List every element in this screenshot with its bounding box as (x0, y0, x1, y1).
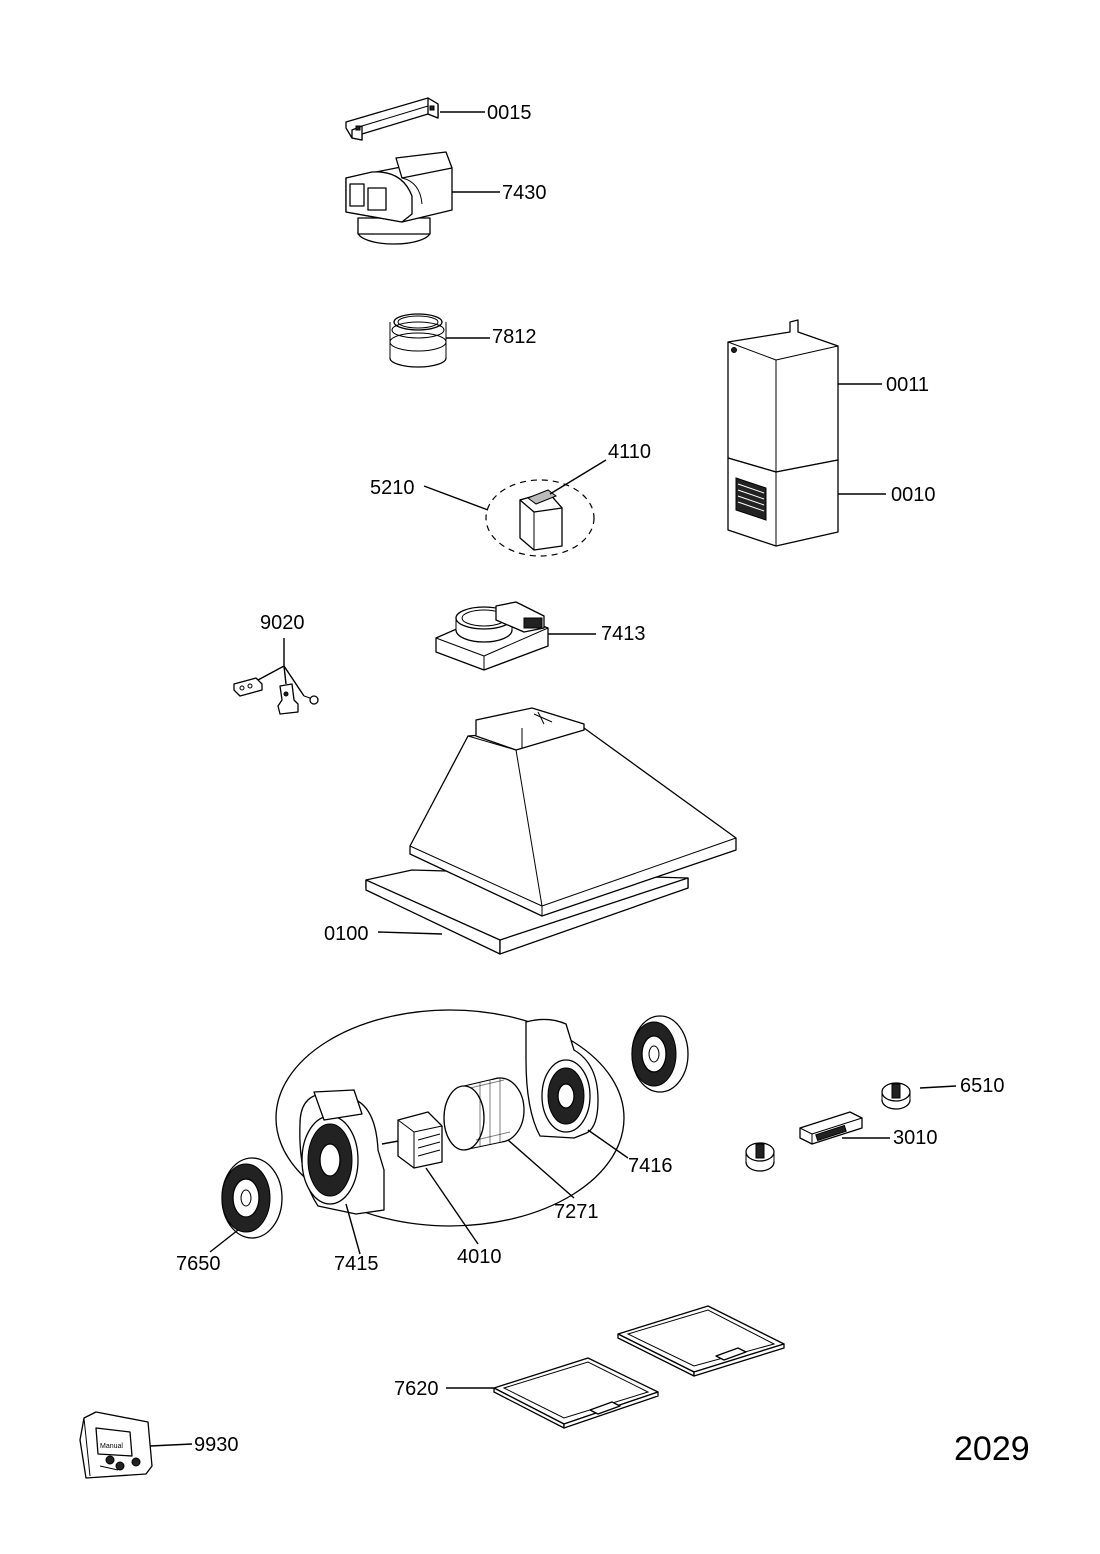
part-6510-knob-2 (745, 1142, 775, 1172)
label-0011: 0011 (886, 374, 929, 396)
label-7430: 7430 (502, 182, 547, 204)
label-6510: 6510 (960, 1075, 1005, 1097)
label-0100: 0100 (324, 923, 369, 945)
page-number: 2029 (954, 1430, 1030, 1468)
label-7620: 7620 (394, 1378, 439, 1400)
part-7413-support-plate (435, 601, 549, 671)
manual-text: Manual (100, 1443, 123, 1450)
part-0100-hood-body (365, 707, 737, 955)
part-7620-grease-filter-right (617, 1305, 785, 1377)
leader-9020 (257, 638, 305, 697)
chimney-vent-grille (735, 477, 767, 521)
part-7812-ring (389, 313, 447, 368)
leader-7650 (209, 1229, 239, 1253)
part-3010-switch (799, 1111, 863, 1145)
part-4010-motor (381, 1111, 443, 1169)
leader-6510 (919, 1085, 957, 1089)
label-0015: 0015 (487, 102, 532, 124)
part-9930-documentation-bag: Manual (79, 1411, 153, 1479)
leader-7271 (507, 1139, 575, 1199)
part-7430-deflector (345, 151, 453, 245)
label-7650: 7650 (176, 1253, 221, 1275)
part-7620-grease-filter-left (493, 1357, 659, 1429)
part-0011-upper-chimney (727, 319, 839, 473)
label-9930: 9930 (194, 1434, 239, 1456)
label-7413: 7413 (601, 623, 646, 645)
leader-9930 (149, 1443, 193, 1447)
part-4110-carbon-filter (519, 489, 563, 551)
part-9020-fixings (233, 677, 319, 715)
part-7271-impeller (443, 1077, 525, 1151)
label-7415: 7415 (334, 1253, 379, 1275)
part-7415-fan-housing-left (299, 1089, 385, 1215)
part-0010-lower-chimney (727, 457, 839, 547)
label-9020: 9020 (260, 612, 305, 634)
label-4110: 4110 (608, 441, 651, 463)
label-7271: 7271 (554, 1201, 599, 1223)
part-7650-inlet-cover-left (221, 1157, 283, 1239)
label-5210: 5210 (370, 477, 415, 499)
leader-4110 (549, 459, 607, 495)
label-3010: 3010 (893, 1127, 938, 1149)
part-0015-bracket (345, 97, 439, 141)
label-0010: 0010 (891, 484, 936, 506)
part-6510-knob (881, 1082, 911, 1110)
label-7812: 7812 (492, 326, 537, 348)
leader-0100 (377, 931, 443, 935)
leader-7416 (587, 1129, 629, 1159)
part-7416-fan-housing-right (525, 1018, 599, 1139)
label-4010: 4010 (457, 1246, 502, 1268)
part-5210-filter-kit (485, 479, 595, 557)
leader-4010 (425, 1167, 479, 1245)
leader-5210 (423, 485, 489, 511)
label-7416: 7416 (628, 1155, 673, 1177)
part-7650-inlet-cover-right (631, 1015, 689, 1093)
leader-7415 (345, 1203, 361, 1255)
fan-assembly-outline (275, 1009, 625, 1227)
